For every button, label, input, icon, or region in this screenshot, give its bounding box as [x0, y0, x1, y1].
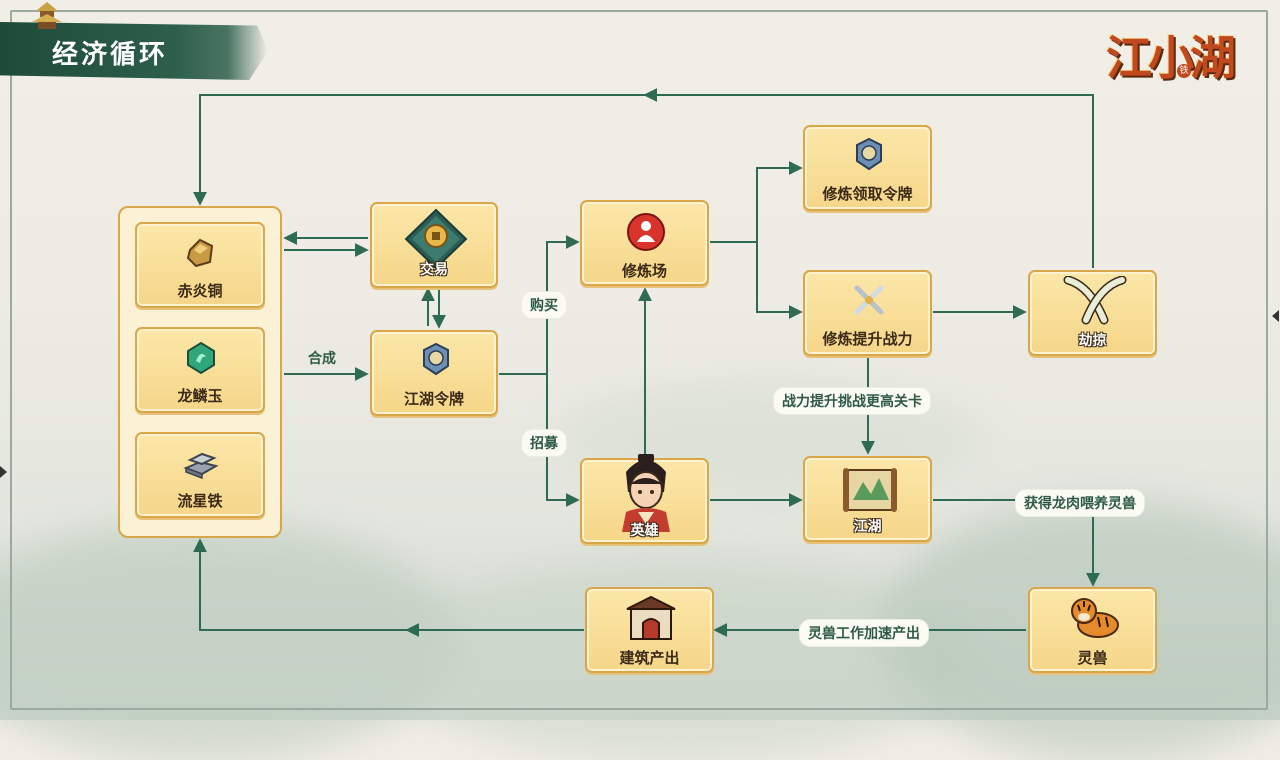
material-label: 赤炎铜 — [177, 282, 223, 300]
page-frame — [10, 10, 1268, 710]
edge-label-buy: 购买 — [522, 292, 566, 318]
node-plunder[interactable]: 劫掠 — [1028, 270, 1157, 356]
node-hero[interactable]: 英雄 — [580, 454, 709, 544]
node-train-power[interactable]: 修炼提升战力 — [803, 270, 932, 356]
node-label: 灵兽 — [1077, 649, 1108, 667]
token-icon — [423, 342, 449, 376]
node-token[interactable]: 江湖令牌 — [370, 330, 498, 416]
building-gate-icon — [626, 595, 676, 640]
title-banner — [0, 22, 268, 80]
material-label: 流星铁 — [177, 492, 223, 510]
node-spirit-beast[interactable]: 灵兽 — [1028, 587, 1157, 673]
material-card-jade[interactable]: 龙鳞玉 — [135, 327, 265, 413]
tiger-icon — [1071, 598, 1119, 638]
map-scroll-icon — [843, 468, 897, 512]
node-label: 江湖 — [853, 519, 882, 535]
flow-connectors — [193, 88, 1100, 637]
material-card-iron[interactable]: 流星铁 — [135, 432, 265, 518]
meteor-iron-icon — [183, 452, 219, 480]
node-label: 建筑产出 — [619, 649, 680, 667]
edge-label-synthesize: 合成 — [308, 351, 336, 367]
page-left-arrow-icon[interactable] — [0, 466, 7, 478]
logo-seal: 铁 — [1177, 64, 1191, 78]
node-label: 劫掠 — [1078, 333, 1107, 349]
node-train-claim-token[interactable]: 修炼领取令牌 — [803, 125, 932, 211]
copper-ore-icon — [186, 238, 214, 268]
token-icon — [856, 137, 882, 171]
hero-portrait-icon — [622, 454, 670, 532]
page-title: 经济循环 — [52, 40, 169, 70]
edge-label-power-challenge: 战力提升挑战更高关卡 — [774, 388, 930, 414]
node-building-output[interactable]: 建筑产出 — [585, 587, 714, 673]
page-right-arrow-icon[interactable] — [1272, 310, 1279, 322]
edge-building-to-materials — [193, 538, 584, 631]
node-label: 江湖令牌 — [403, 390, 464, 408]
dragon-jade-icon — [187, 341, 215, 375]
edge-recruit — [546, 374, 580, 507]
node-label: 修炼场 — [621, 262, 667, 280]
edge-label-beast-work: 灵兽工作加速产出 — [800, 620, 928, 646]
node-label: 修炼领取令牌 — [822, 185, 913, 203]
node-jianghu[interactable]: 江湖 — [803, 456, 932, 542]
edge-label-dragon-meat: 获得龙肉喂养灵兽 — [1016, 490, 1144, 516]
pagoda-icon — [32, 2, 62, 29]
edge-train-power — [756, 242, 803, 319]
training-ground-icon — [627, 213, 665, 251]
edge-label-recruit: 招募 — [522, 430, 566, 456]
game-logo: 江小湖 — [1106, 31, 1236, 85]
material-label: 龙鳞玉 — [177, 387, 223, 405]
coin-trade-icon — [404, 208, 468, 270]
node-trade[interactable]: 交易 — [370, 202, 498, 288]
material-card-copper[interactable]: 赤炎铜 — [135, 222, 265, 308]
node-label: 英雄 — [630, 523, 659, 539]
node-label: 交易 — [420, 262, 448, 278]
crossed-sabers-icon — [1063, 276, 1127, 325]
node-training-ground[interactable]: 修炼场 — [580, 200, 709, 286]
node-label: 修炼提升战力 — [822, 330, 913, 348]
crossed-swords-icon — [854, 285, 884, 315]
edge-train-claim — [710, 161, 803, 243]
